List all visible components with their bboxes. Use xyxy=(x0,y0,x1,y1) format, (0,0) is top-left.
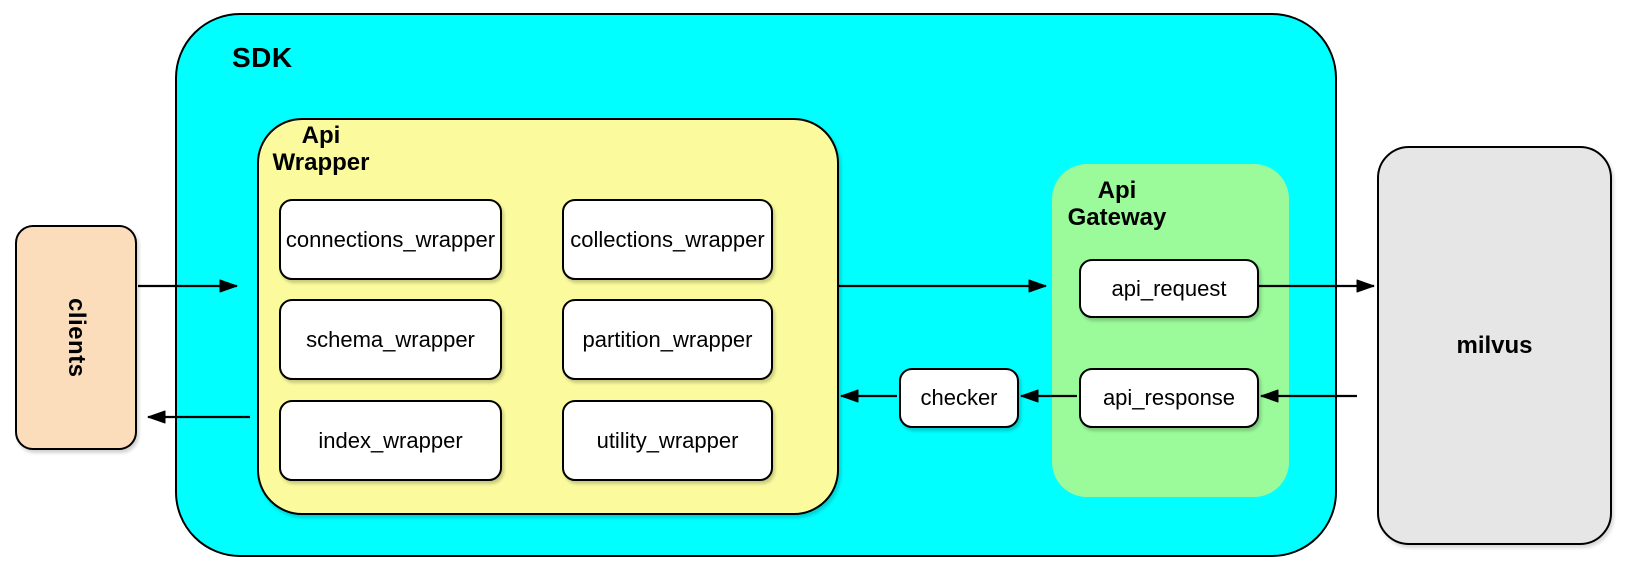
wrapper-box-index-label: index_wrapper xyxy=(318,427,463,453)
wrapper-box-connections: connections_wrapper xyxy=(279,199,502,280)
wrapper-box-connections-label: connections_wrapper xyxy=(285,226,496,252)
checker-node: checker xyxy=(899,368,1019,428)
api-request-node: api_request xyxy=(1079,259,1259,318)
api-gateway-title-line2: Gateway xyxy=(1067,203,1167,231)
wrapper-box-schema-label: schema_wrapper xyxy=(306,326,475,352)
wrapper-box-utility: utility_wrapper xyxy=(562,400,773,481)
api-wrapper-title-line2: Wrapper xyxy=(272,148,370,176)
api-response-node: api_response xyxy=(1079,368,1259,428)
api-wrapper-container: Api Wrapper connections_wrapper collecti… xyxy=(257,118,839,515)
api-gateway-container: Api Gateway api_request api_response xyxy=(1052,164,1289,497)
wrapper-box-partition-label: partition_wrapper xyxy=(582,326,753,352)
sdk-container: SDK Api Wrapper connections_wrapper coll… xyxy=(175,13,1337,557)
api-gateway-title-line1: Api xyxy=(1097,177,1137,204)
wrapper-box-utility-label: utility_wrapper xyxy=(596,427,739,453)
wrapper-box-partition: partition_wrapper xyxy=(562,299,773,380)
wrapper-box-collections-label: collections_wrapper xyxy=(570,226,765,252)
checker-label: checker xyxy=(920,385,998,410)
wrapper-box-collections: collections_wrapper xyxy=(562,199,773,280)
clients-node: clients xyxy=(15,225,137,450)
milvus-node: milvus xyxy=(1377,146,1612,545)
api-wrapper-title: Api Wrapper xyxy=(262,122,380,177)
milvus-label: milvus xyxy=(1456,331,1533,359)
wrapper-box-schema: schema_wrapper xyxy=(279,299,502,380)
clients-label: clients xyxy=(63,297,90,378)
wrapper-box-index: index_wrapper xyxy=(279,400,502,481)
api-request-label: api_request xyxy=(1111,275,1227,301)
api-wrapper-title-line1: Api xyxy=(301,122,341,149)
api-response-label: api_response xyxy=(1102,385,1236,410)
api-gateway-title: Api Gateway xyxy=(1057,177,1177,232)
sdk-label: SDK xyxy=(232,42,293,73)
